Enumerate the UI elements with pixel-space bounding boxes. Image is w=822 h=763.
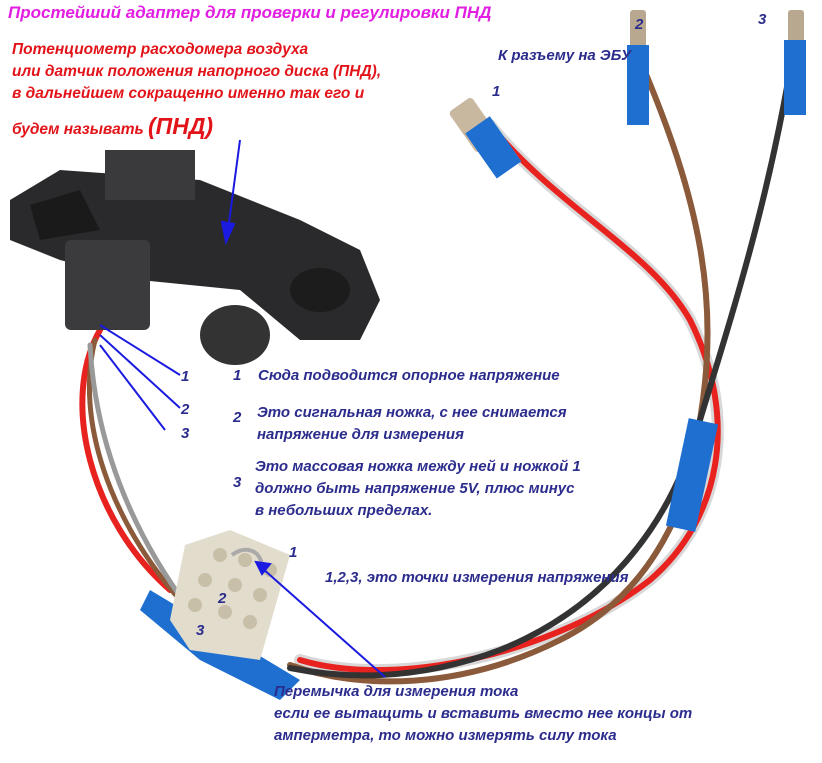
plug-label: 1 (492, 83, 501, 100)
note-line: должно быть напряжение 5V, плюс минус (255, 480, 575, 497)
jumper-note-line: амперметра, то можно измерять силу тока (274, 727, 617, 744)
sensor-body (10, 150, 380, 365)
note-line: Это сигнальная ножка, с нее снимается (257, 404, 567, 421)
caption-emphasis: (ПНД) (148, 113, 214, 139)
annotation-arrows (99, 139, 386, 678)
plug-label: 2 (635, 16, 644, 33)
sensor-caption-line: будем называть (ПНД) (12, 115, 213, 138)
note-line: Это массовая ножка между ней и ножкой 1 (255, 458, 581, 475)
pin-label: 3 (181, 425, 190, 442)
jumper (230, 547, 264, 566)
measure-points-note: 1,2,3, это точки измерения напряжения (325, 569, 629, 586)
test-connector (170, 530, 290, 660)
note-number: 1 (233, 367, 242, 384)
jumper-note-line: Перемычка для измерения тока (274, 683, 519, 700)
connector-label: 2 (218, 590, 227, 607)
plug-label: 3 (758, 11, 767, 28)
ecu-label: К разъему на ЭБУ (498, 47, 632, 64)
sensor-caption-line: Потенциометр расходомера воздуха (12, 41, 309, 58)
pin-label: 2 (181, 401, 190, 418)
sensor-caption-line: или датчик положения напорного диска (ПН… (12, 63, 382, 80)
pin-label: 1 (181, 368, 190, 385)
sensor-caption-line: в дальнейшем сокращенно именно так его и (12, 85, 365, 102)
note-number: 2 (233, 409, 242, 426)
note-line: Сюда подводится опорное напряжение (258, 367, 560, 384)
jumper-note-line: если ее вытащить и вставить вместо нее к… (274, 705, 693, 722)
note-line: в небольших пределах. (255, 502, 433, 519)
connector-label: 3 (196, 622, 205, 639)
note-number: 3 (233, 474, 242, 491)
page-title: Простейший адаптер для проверки и регули… (8, 3, 492, 22)
caption-prefix: будем называть (12, 121, 144, 138)
note-line: напряжение для измерения (257, 426, 464, 443)
connector-label: 1 (289, 544, 298, 561)
wire-harness (79, 37, 798, 685)
